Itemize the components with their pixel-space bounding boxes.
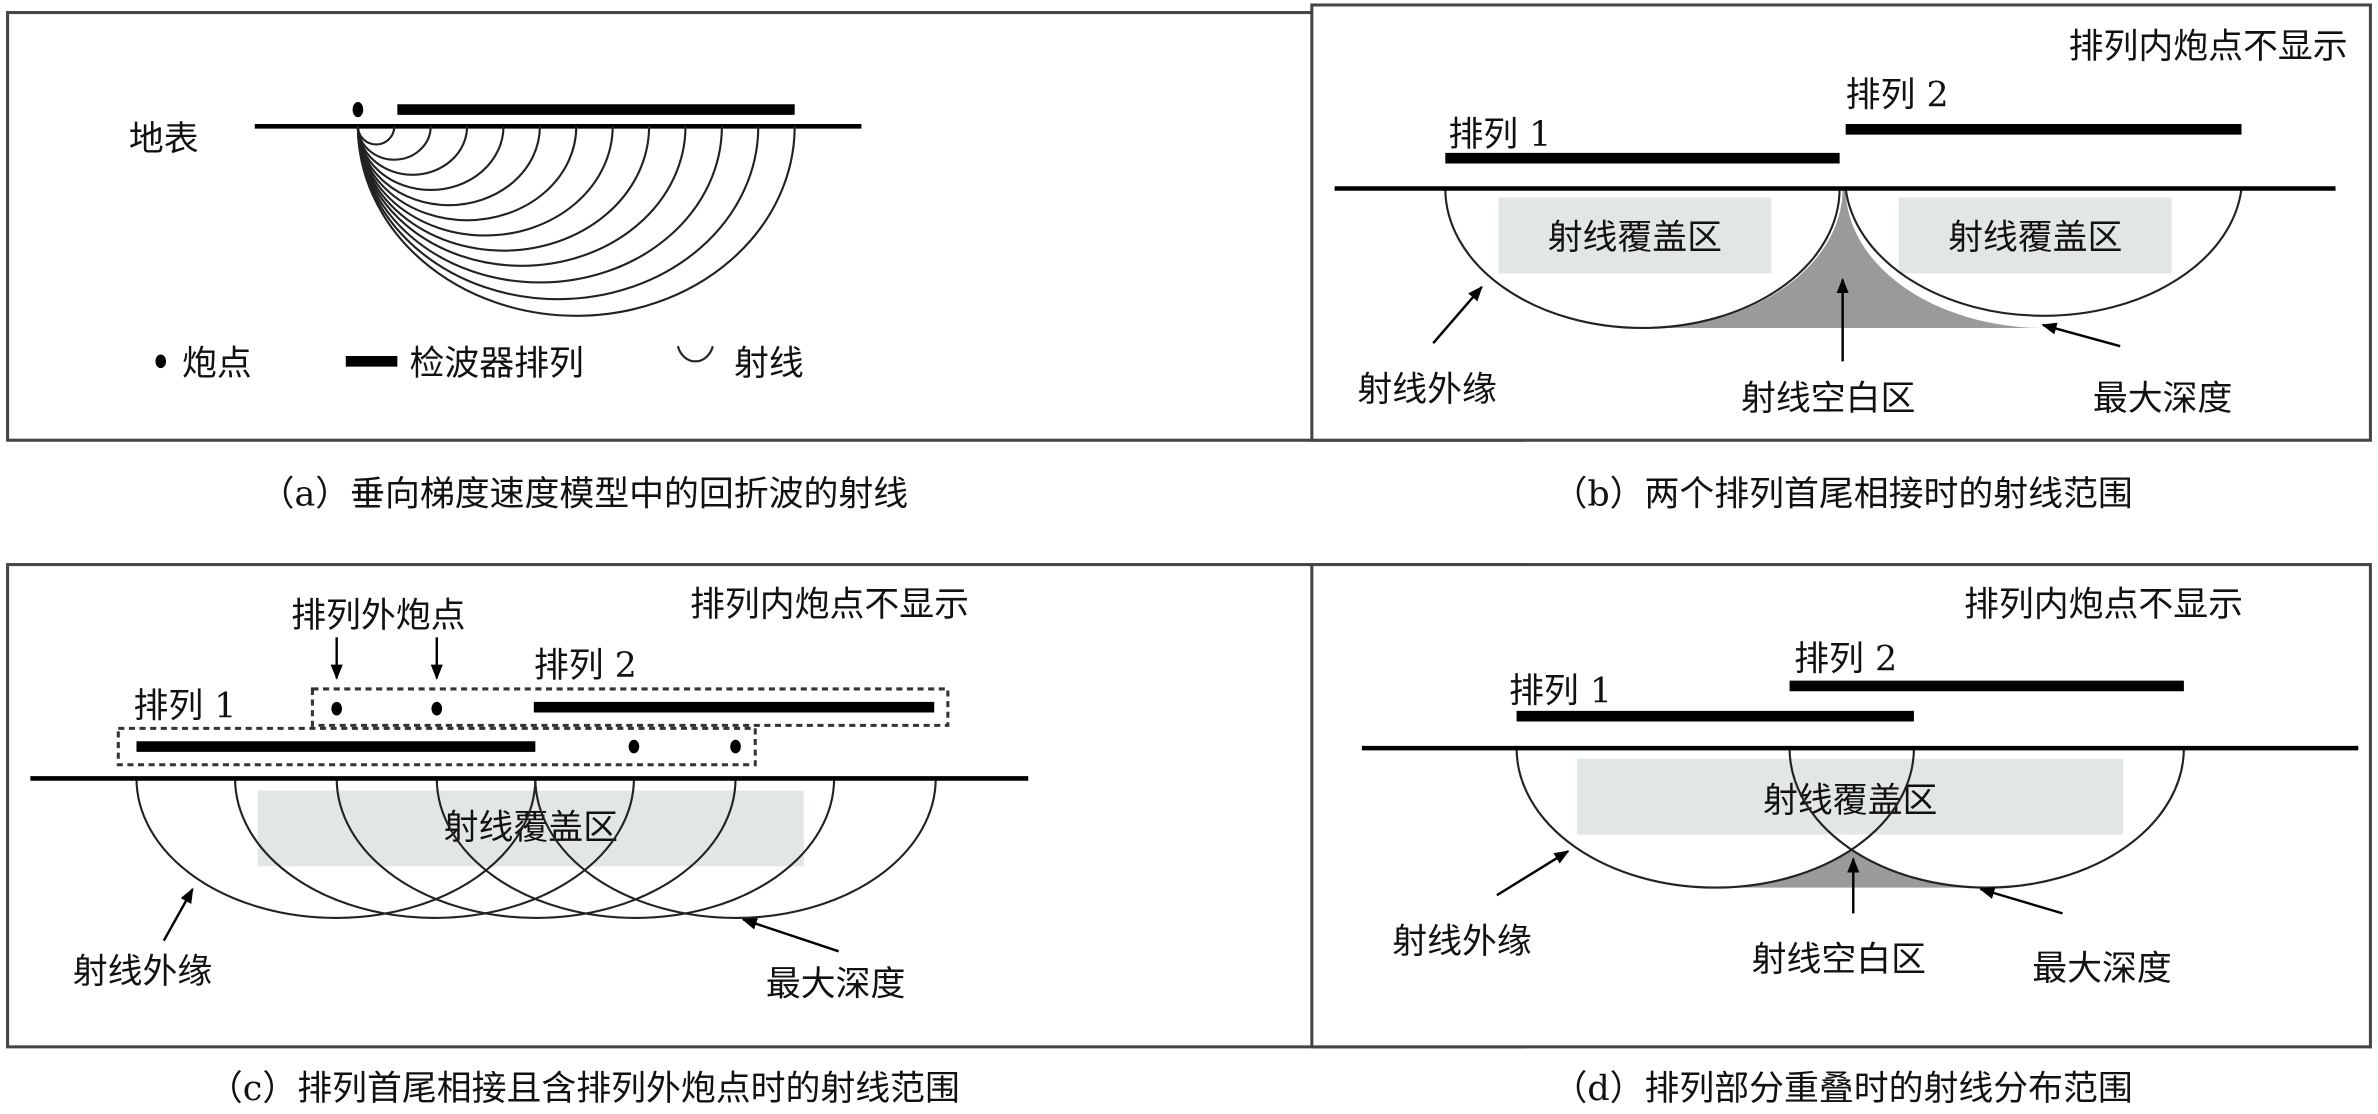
refracted-rays	[356, 126, 796, 317]
legend-shot-icon	[155, 354, 167, 369]
legend-ray-icon	[676, 345, 714, 363]
ray-edge-1	[1444, 188, 1841, 329]
max-depth-label: 最大深度	[2093, 379, 2233, 419]
panel-d: 排列内炮点不显示 排列 2 排列 1 射线覆盖区 射线外缘 射线空白区 最大深度…	[1310, 563, 2372, 1109]
array-1-label: 排列 1	[1448, 115, 1551, 155]
array-2-label: 排列 2	[534, 646, 637, 686]
coverage-zone-1	[1498, 197, 1772, 274]
coverage-zone-2	[1898, 197, 2172, 274]
shot-point	[628, 739, 640, 754]
coverage-zone	[1577, 758, 2124, 835]
max-depth-arrow	[741, 918, 840, 953]
legend-shot-label: 炮点	[182, 344, 252, 384]
note-label: 排列内炮点不显示	[1964, 585, 2243, 625]
legend-ray-label: 射线	[734, 344, 804, 384]
array-2-label: 排列 2	[1794, 640, 1897, 680]
caption-b: （b）两个排列首尾相接时的射线范围	[1552, 474, 2132, 514]
note-label: 排列内炮点不显示	[2069, 27, 2348, 67]
panel-c: 排列内炮点不显示 排列外炮点 排列 2 排列 1 射线覆盖区 射线外缘 最大深度…	[6, 563, 1526, 1109]
ray-edge-label: 射线外缘	[1392, 922, 1532, 962]
ray-edge-arrow	[1432, 285, 1483, 344]
caption-d: （d）排列部分重叠时的射线分布范围	[1552, 1069, 2132, 1109]
caption-a: （a）垂向梯度速度模型中的回折波的射线	[260, 474, 909, 514]
legend: 炮点 检波器排列 射线	[155, 344, 804, 384]
panel-b: 排列内炮点不显示 射线覆盖区 射线覆盖区 排列 2 排列 1 射线外缘 射线空白…	[1310, 3, 2372, 514]
array-2-group	[310, 687, 950, 727]
array-1-label: 排列 1	[1509, 672, 1612, 712]
array-1-group	[116, 726, 757, 767]
panel-a: 地表 炮点 检波器排列 射线 （a）垂向梯度速度模型中的回折波的射线	[6, 11, 1526, 514]
outside-shots-label: 排列外炮点	[291, 596, 465, 636]
legend-receiver-label: 检波器排列	[409, 344, 583, 384]
ray-edge-2	[1844, 188, 2243, 317]
note-label: 排列内炮点不显示	[690, 585, 969, 625]
ray-edge-label: 射线外缘	[1357, 370, 1497, 410]
max-depth-arrow	[1979, 887, 2063, 915]
ray-edge-label: 射线外缘	[73, 952, 213, 992]
blank-zone-label: 射线空白区	[1752, 940, 1926, 980]
ray-edge-1	[1515, 748, 1915, 889]
coverage-label-2: 射线覆盖区	[1948, 218, 2122, 258]
panel-a-frame	[6, 11, 1526, 442]
array-1-label: 排列 1	[133, 687, 236, 727]
caption-c: （c）排列首尾相接且含排列外炮点时的射线范围	[208, 1069, 960, 1109]
coverage-label-1: 射线覆盖区	[1548, 218, 1722, 258]
max-depth-label: 最大深度	[766, 964, 905, 1004]
max-depth-label: 最大深度	[2032, 949, 2171, 989]
ray-edges	[135, 778, 937, 920]
shot-point	[352, 102, 364, 118]
shot-point	[730, 739, 741, 754]
shot-point	[431, 701, 443, 716]
surface-label: 地表	[129, 120, 199, 160]
ray-edge-arrow	[1496, 850, 1570, 897]
max-depth-arrow	[2041, 322, 2121, 348]
ray-edge-arrow	[162, 887, 194, 942]
shot-point	[331, 701, 342, 716]
coverage-label: 射线覆盖区	[444, 808, 618, 848]
blank-zone	[1642, 188, 2043, 329]
coverage-label: 射线覆盖区	[1763, 781, 1937, 821]
array-2-label: 排列 2	[1846, 76, 1949, 116]
blank-zone-label: 射线空白区	[1741, 379, 1915, 419]
